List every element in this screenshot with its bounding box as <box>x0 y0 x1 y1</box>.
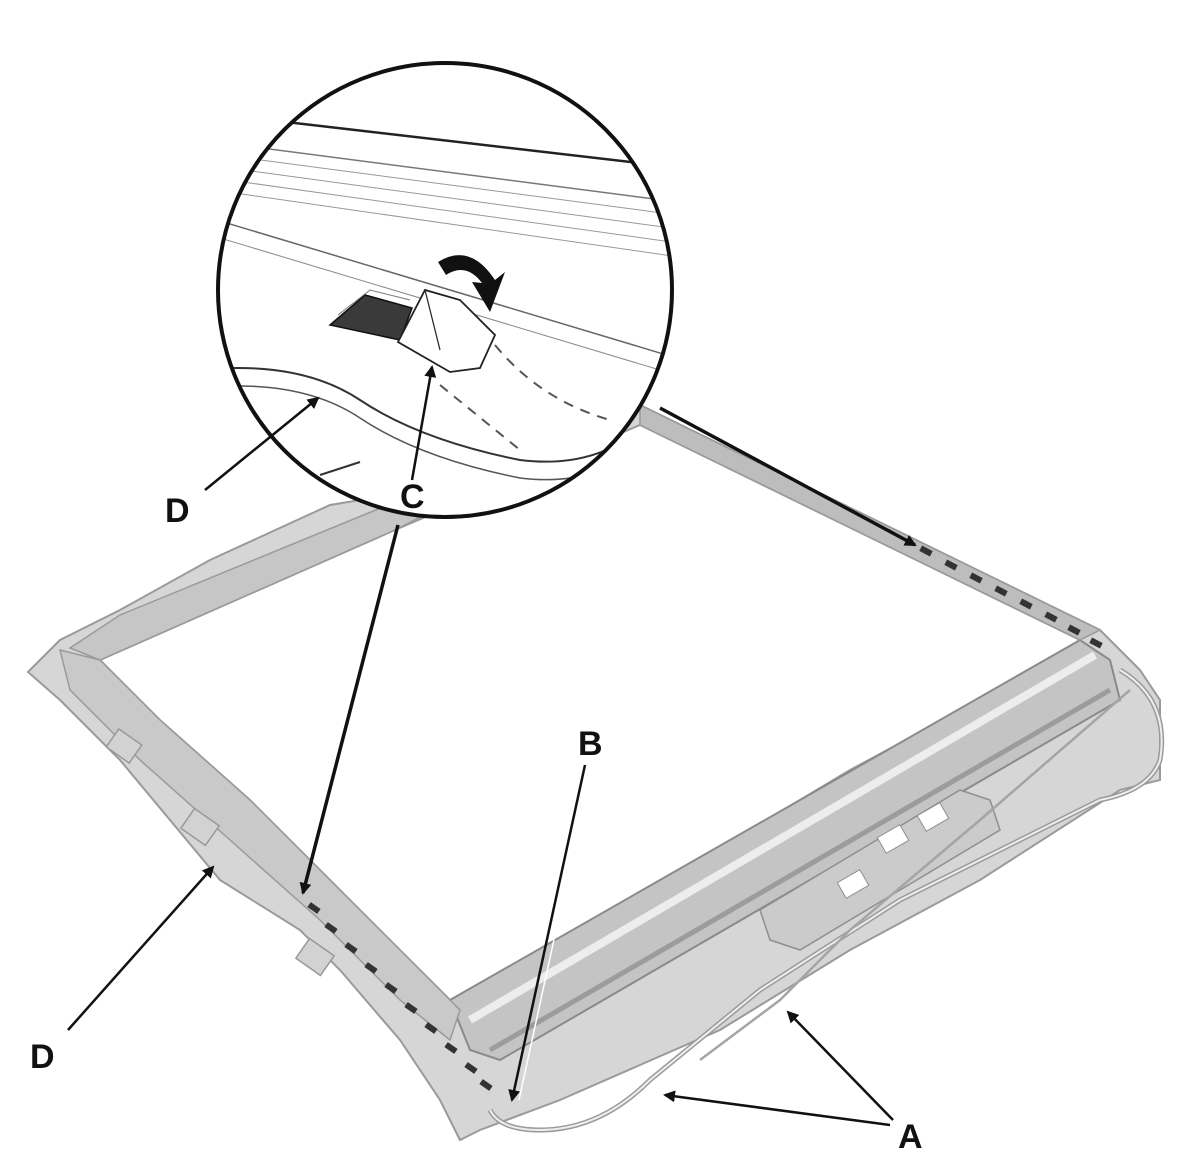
leader-lines <box>299 406 917 895</box>
label-d-upper: D <box>165 492 190 530</box>
label-c: C <box>400 478 425 516</box>
arrow-d-lower <box>67 865 215 1031</box>
front-rail-shadow <box>488 687 1112 1053</box>
leader-to-right-rail <box>659 406 917 547</box>
sunroof-frame <box>26 403 1165 1142</box>
bracket-slot <box>836 869 870 899</box>
front-rail-highlight <box>467 651 1098 1024</box>
clip-body <box>328 294 413 341</box>
callout-arrows <box>67 365 894 1127</box>
drain-tube-inner <box>489 669 1163 1132</box>
mount-tab <box>105 727 143 765</box>
label-a: A <box>898 1118 923 1156</box>
arrow-a-1 <box>663 1090 891 1127</box>
callout-labels: C D B D A <box>30 478 923 1156</box>
bracket-slot <box>916 802 950 832</box>
label-d-lower: D <box>30 1038 55 1076</box>
arrow-a-2 <box>786 1010 894 1121</box>
arrow-c <box>410 365 437 481</box>
label-b: B <box>578 725 603 763</box>
right-rail-clips <box>919 545 1103 649</box>
left-rail <box>58 648 461 1042</box>
detail-magnifier <box>216 61 674 519</box>
cable <box>699 689 1131 1061</box>
leader-to-left-rail <box>299 524 400 895</box>
arrow-d-upper <box>204 396 320 491</box>
mount-tab <box>294 937 336 977</box>
mount-tab <box>179 807 221 847</box>
arrow-b-2 <box>518 764 593 1101</box>
rotate-arrow-icon <box>438 255 505 312</box>
bracket-slot <box>876 824 910 854</box>
arrow-b-1 <box>508 764 587 1102</box>
left-rail-clips <box>307 902 493 1091</box>
